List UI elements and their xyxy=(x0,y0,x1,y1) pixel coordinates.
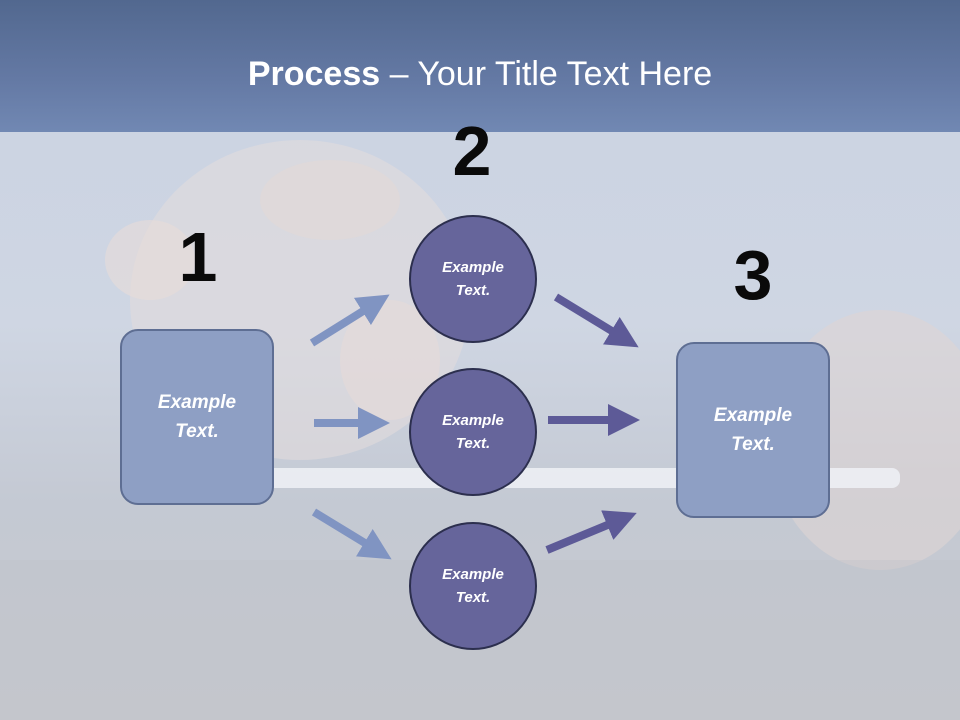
step-number-3: 3 xyxy=(733,236,773,314)
circle-top-line2: Text. xyxy=(455,282,491,299)
arrow-1-to-2-top xyxy=(309,294,390,347)
circle-middle-line2: Text. xyxy=(455,435,491,452)
circle-bottom-line2: Text. xyxy=(455,589,491,606)
arrow-1-to-2-bottom xyxy=(311,508,392,560)
step-3-box-line1: Example xyxy=(713,405,793,426)
arrow-2-to-3-bottom xyxy=(545,510,637,554)
step-3-box-line2: Text. xyxy=(731,434,775,455)
arrow-2-to-3-top xyxy=(553,293,639,348)
circle-top-line1: Example xyxy=(442,259,504,276)
circle-middle-line1: Example xyxy=(442,412,504,429)
title-bold: Process xyxy=(247,55,381,93)
title-band xyxy=(0,0,960,132)
step-number-2: 2 xyxy=(452,112,492,190)
step-1-box-line2: Text. xyxy=(175,421,219,442)
circle-bottom-line1: Example xyxy=(442,566,504,583)
step-1-box-line1: Example xyxy=(157,392,237,413)
title-rest: – Your Title Text Here xyxy=(380,55,713,93)
slide-title: Process – Your Title Text Here xyxy=(0,52,960,96)
step-number-1: 1 xyxy=(178,218,218,296)
